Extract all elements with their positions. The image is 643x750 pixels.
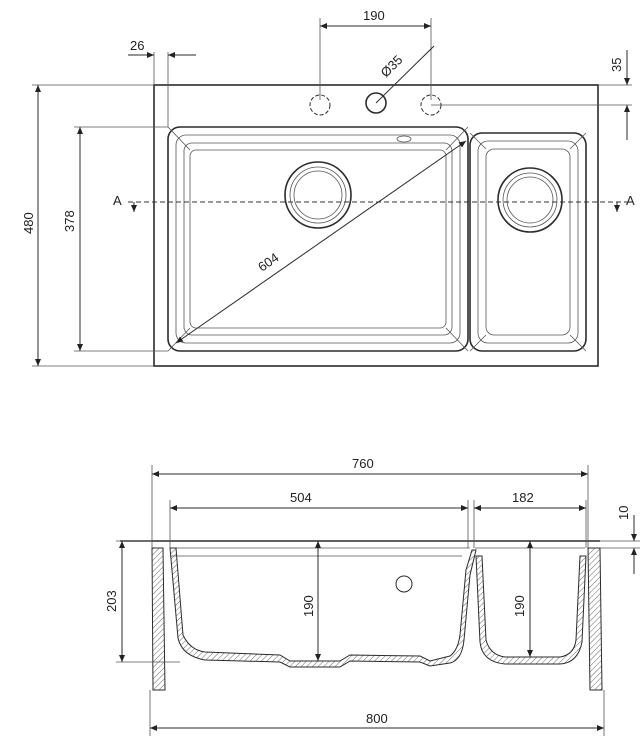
dim-large-bowl-width: 504 bbox=[290, 490, 312, 505]
dim-overall-width: 800 bbox=[366, 711, 388, 726]
tap-holes bbox=[309, 92, 442, 116]
right-wall-section bbox=[587, 547, 603, 691]
dim-bowl-diagonal: 604 bbox=[255, 250, 281, 275]
overflow-slot bbox=[396, 135, 412, 143]
large-bowl-drain bbox=[284, 161, 352, 229]
dim-small-bowl-width: 182 bbox=[512, 490, 534, 505]
large-bowl-section bbox=[169, 547, 477, 668]
tap-hole-center bbox=[365, 92, 387, 114]
section-marker-left: A bbox=[113, 193, 122, 208]
dim-bowl-depth: 378 bbox=[62, 210, 77, 232]
small-bowl bbox=[469, 132, 587, 352]
left-wall-section bbox=[151, 547, 166, 691]
dim-rim-thickness: 10 bbox=[616, 506, 631, 520]
dim-large-bowl-height: 190 bbox=[301, 595, 316, 617]
top-view: A A 190 26 Ø35 35 480 378 bbox=[21, 8, 635, 367]
dim-edge-to-holes: 35 bbox=[609, 58, 624, 72]
dim-small-bowl-height: 190 bbox=[512, 595, 527, 617]
section-marker-right: A bbox=[626, 193, 635, 208]
small-bowl-drain bbox=[497, 167, 563, 233]
overflow-hole bbox=[395, 575, 413, 593]
dim-tap-spacing: 190 bbox=[363, 8, 385, 23]
dim-overall-depth: 480 bbox=[21, 212, 36, 234]
dim-tap-hole-diameter: Ø35 bbox=[378, 52, 406, 80]
tap-hole-left bbox=[309, 94, 331, 116]
sink-outline bbox=[153, 84, 599, 367]
small-bowl-section bbox=[475, 555, 587, 665]
section-view: 760 504 182 10 203 190 190 800 bbox=[104, 456, 640, 736]
dim-edge-offset: 26 bbox=[130, 38, 144, 53]
dim-overall-height: 203 bbox=[104, 590, 119, 612]
dim-inner-width: 760 bbox=[352, 456, 374, 471]
